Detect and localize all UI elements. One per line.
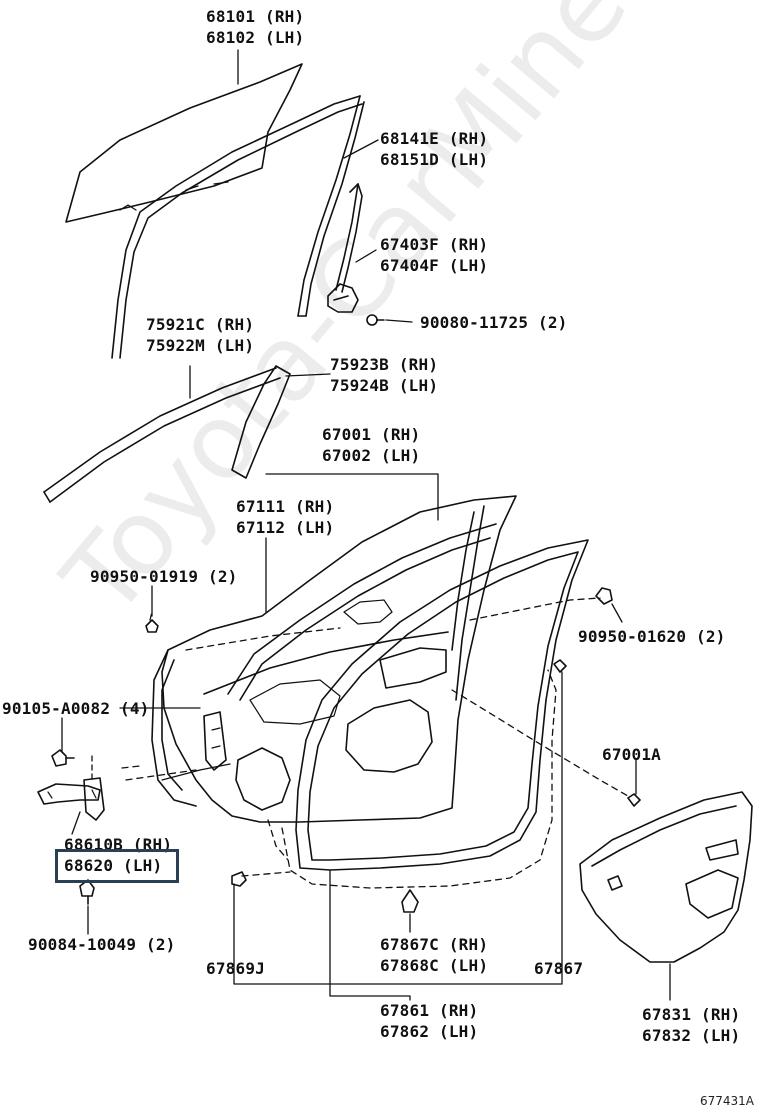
callout-67111[interactable]: 67111 (RH) 67112 (LH) [236,496,334,538]
callout-line: 67869J [206,959,265,978]
figure-id: 677431A [700,1094,755,1108]
door-weatherstrip [295,539,589,871]
callout-line-rh: 75921C (RH) [146,315,255,334]
fasteners [51,314,641,913]
callout-67867[interactable]: 67867 [534,958,583,979]
callout-line-lh: 75924B (LH) [330,376,439,395]
highlight-box-68620 [55,849,179,883]
belt-moulding [43,367,281,503]
callout-line-lh: 68102 (LH) [206,28,305,47]
callout-68141E[interactable]: 68141E (RH) 68151D (LH) [380,128,488,170]
frame-garnish [231,365,291,479]
callout-67831[interactable]: 67831 (RH) 67832 (LH) [642,1004,740,1046]
callout-line-lh: 75922M (LH) [146,336,255,355]
callout-68101[interactable]: 68101 (RH) 68102 (LH) [206,6,304,48]
callout-line-rh: 67861 (RH) [380,1001,479,1020]
callout-line-lh: 68620 (LH) [64,856,163,875]
callout-line: 90080-11725 (2) [420,313,568,332]
callout-67403F[interactable]: 67403F (RH) 67404F (LH) [380,234,488,276]
dashed-seal-lines [121,597,629,889]
division-bar [327,183,363,313]
callout-line: 90950-01919 (2) [90,567,238,586]
callout-line-rh: 75923B (RH) [330,355,439,374]
leader-lines [61,49,671,1001]
callout-67861[interactable]: 67861 (RH) 67862 (LH) [380,1000,478,1042]
callout-line-rh: 68141E (RH) [380,129,489,148]
glass-run-channel [111,95,365,359]
callout-line-lh: 67404F (LH) [380,256,489,275]
callout-line-rh: 67001 (RH) [322,425,421,444]
callout-line-rh: 67403F (RH) [380,235,489,254]
callout-line-lh: 67832 (LH) [642,1026,741,1045]
callout-line-rh: 67111 (RH) [236,497,335,516]
callout-line-lh: 67862 (LH) [380,1022,479,1041]
callout-67001[interactable]: 67001 (RH) 67002 (LH) [322,424,420,466]
callout-line-lh: 68151D (LH) [380,150,489,169]
callout-75923B[interactable]: 75923B (RH) 75924B (LH) [330,354,438,396]
callout-90105-A0082[interactable]: 90105-A0082 (4) [2,698,150,719]
callout-line-rh: 67831 (RH) [642,1005,741,1024]
callout-line-rh: 68101 (RH) [206,7,305,26]
callout-line-lh: 67112 (LH) [236,518,335,537]
callout-line: 67001A [602,745,661,764]
callout-90084-10049[interactable]: 90084-10049 (2) [28,934,176,955]
callout-line-lh: 67002 (LH) [322,446,421,465]
door-check [37,777,105,821]
door-trim-panel [579,791,753,963]
door-glass [65,63,303,223]
callout-67867C[interactable]: 67867C (RH) 67868C (LH) [380,934,488,976]
callout-line: 90084-10049 (2) [28,935,176,954]
callout-90080-11725[interactable]: 90080-11725 (2) [420,312,568,333]
door-panel [151,495,517,823]
callout-67869J[interactable]: 67869J [206,958,265,979]
callout-line-lh: 67868C (LH) [380,956,489,975]
callout-75921C[interactable]: 75921C (RH) 75922M (LH) [146,314,254,356]
callout-line: 67867 [534,959,584,978]
callout-67001A[interactable]: 67001A [602,744,661,765]
callout-90950-01919[interactable]: 90950-01919 (2) [90,566,238,587]
callout-90950-01620[interactable]: 90950-01620 (2) [578,626,726,647]
callout-line: 90105-A0082 (4) [2,699,150,718]
callout-line-rh: 67867C (RH) [380,935,489,954]
callout-line: 90950-01620 (2) [578,627,726,646]
